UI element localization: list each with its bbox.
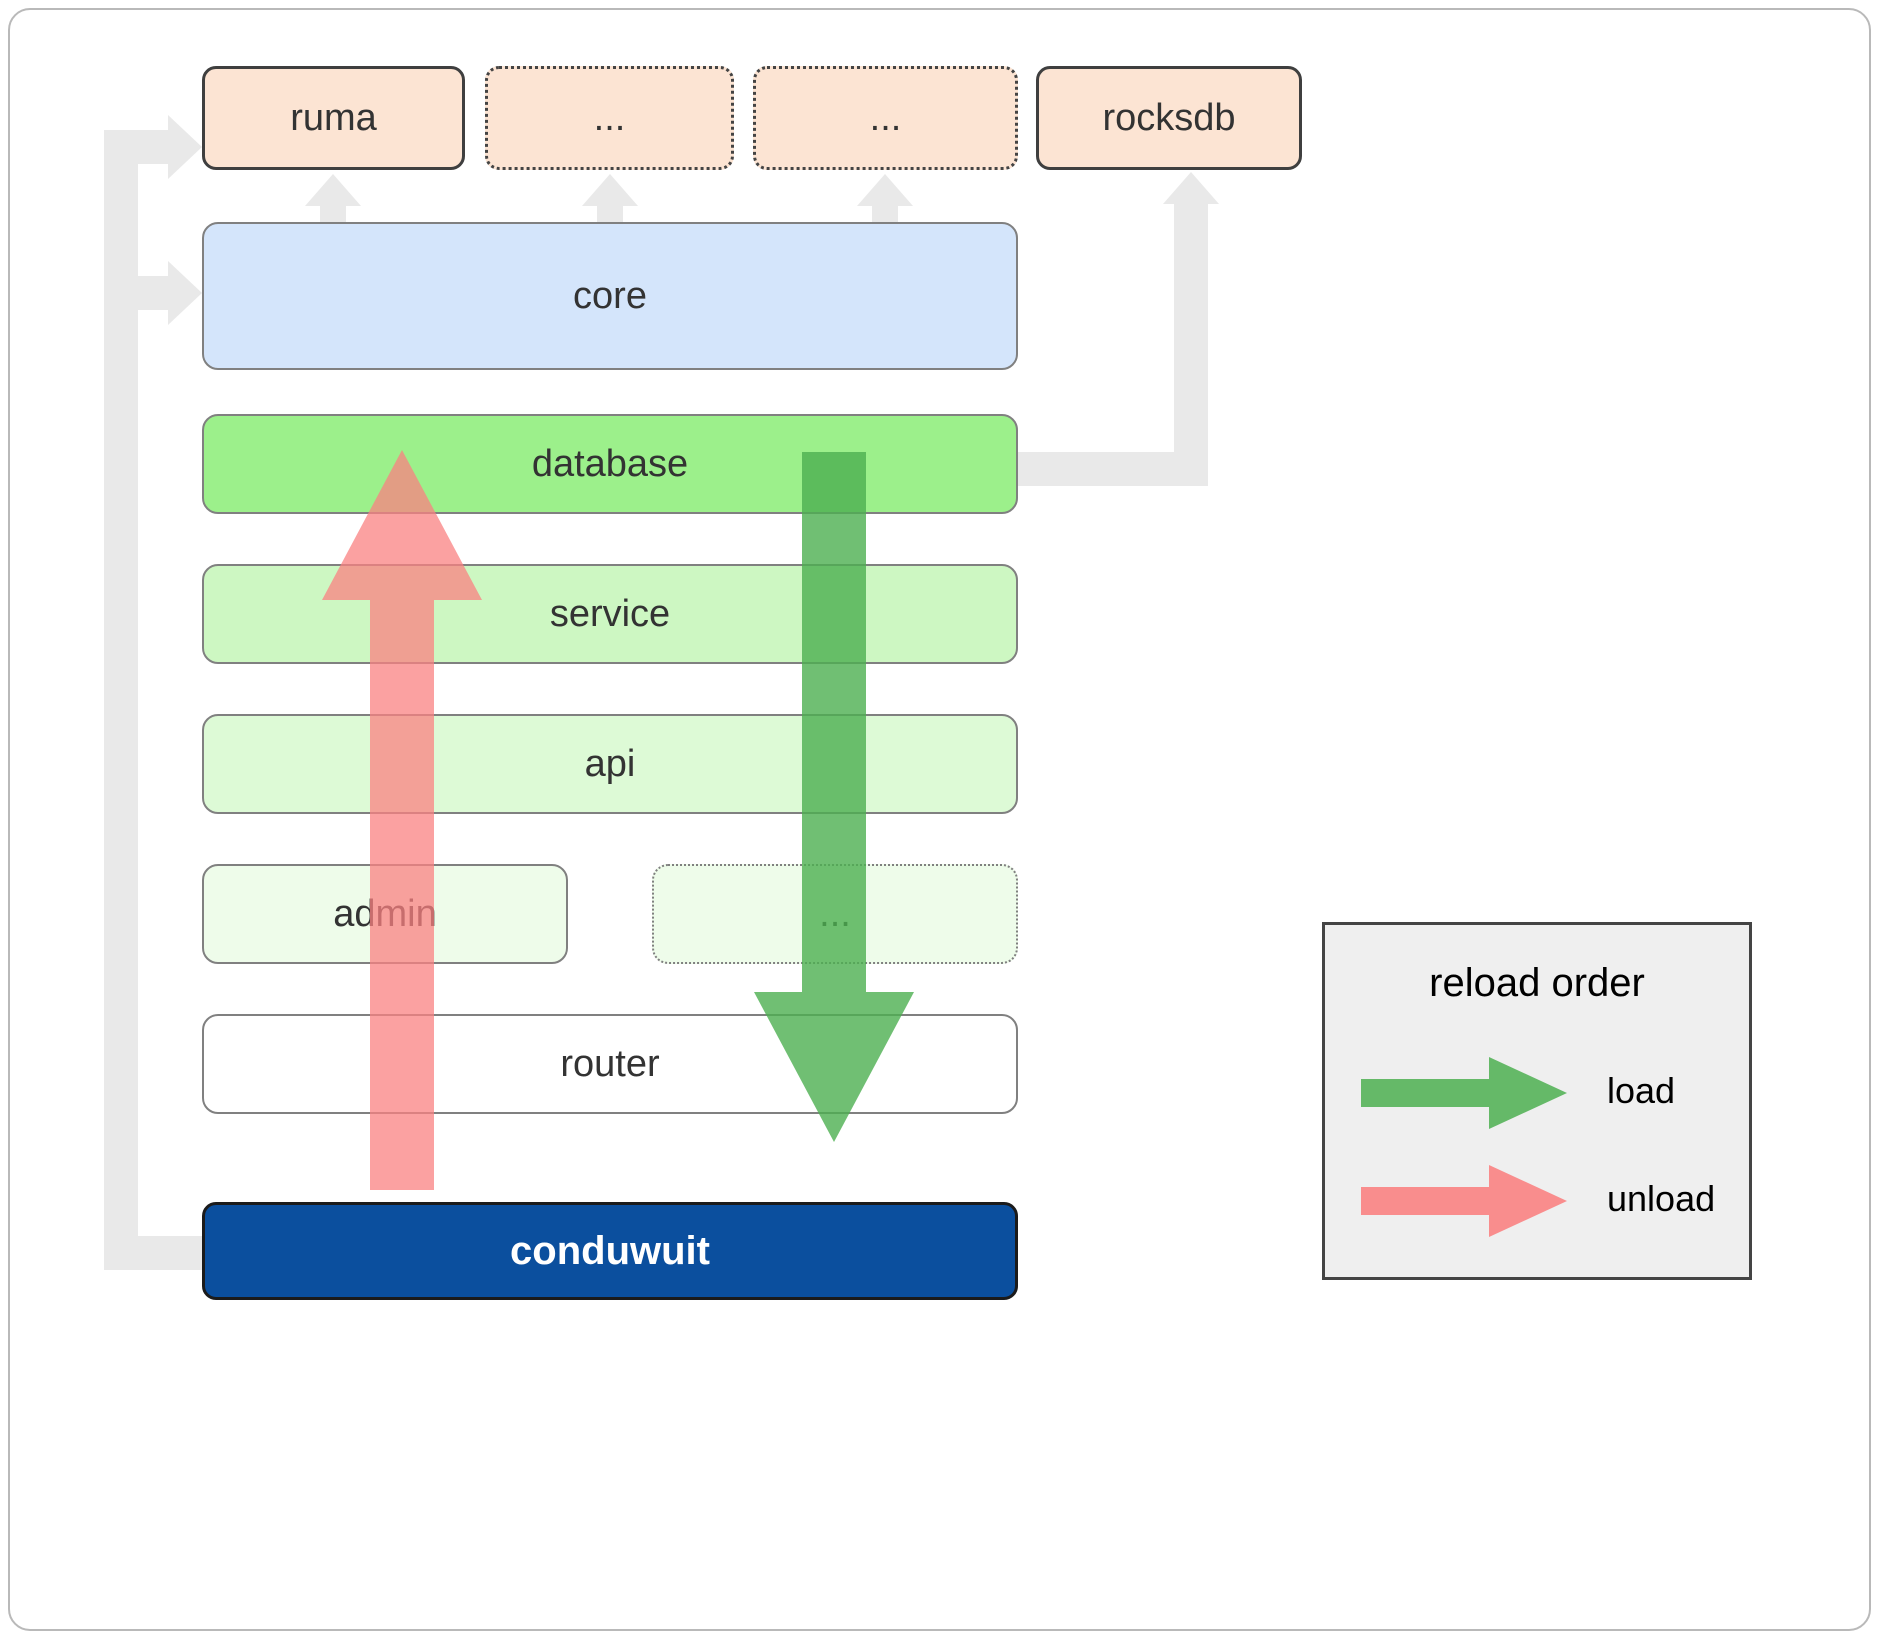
connector-arrowhead-core [168,261,202,325]
connector-database-to-rocksdb-head [1163,172,1219,204]
crate-box-rocksdb[interactable]: rocksdb [1036,66,1302,170]
legend-box: reload order load unload [1322,922,1752,1280]
layer-label-api: api [584,742,636,785]
layer-box-admin[interactable]: admin [202,864,568,964]
crate-box-2[interactable]: ... [485,66,734,170]
connector-core-to-crate3-head [857,174,913,206]
layer-label-extra: ... [819,892,851,935]
crate-label-2: ... [593,96,626,139]
connector-database-to-rocksdb-vertical [1174,198,1208,486]
core-box[interactable]: core [202,222,1018,370]
layer-box-router[interactable]: router [202,1014,1018,1114]
layer-label-router: router [560,1042,660,1085]
connector-conduwuit-to-left-trunk [104,130,138,1270]
layer-box-extra[interactable]: ... [652,864,1018,964]
legend-label-load: load [1607,1070,1676,1111]
legend-swatch-load [1361,1057,1567,1129]
crate-label-3: ... [869,96,902,139]
layer-label-admin: admin [333,892,437,935]
core-label: core [573,274,647,317]
layer-label-database: database [531,442,689,485]
conduwuit-label: conduwuit [510,1228,710,1273]
conduwuit-box[interactable]: conduwuit [202,1202,1018,1300]
connector-arrowhead-ruma [168,115,202,179]
crate-label-ruma: ruma [290,96,377,139]
connector-core-to-crate2-head [582,174,638,206]
crate-box-ruma[interactable]: ruma [202,66,465,170]
crate-label-rocksdb: rocksdb [1102,96,1236,139]
layer-box-database[interactable]: database [202,414,1018,514]
crate-box-3[interactable]: ... [753,66,1018,170]
legend-swatch-unload [1361,1165,1567,1237]
layer-box-service[interactable]: service [202,564,1018,664]
layer-label-service: service [549,592,671,635]
connector-core-to-ruma-head [305,174,361,206]
layer-box-api[interactable]: api [202,714,1018,814]
legend-label-unload: unload [1607,1178,1716,1219]
legend-title: reload order [1429,961,1645,1005]
